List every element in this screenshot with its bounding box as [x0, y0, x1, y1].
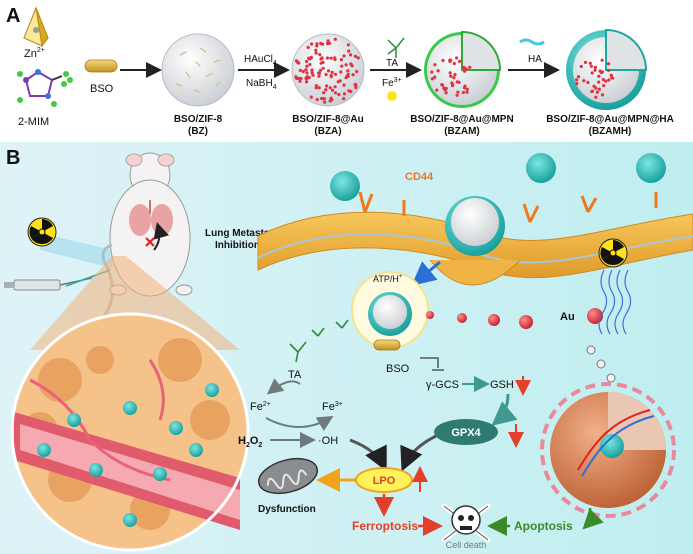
arrow-gsh-gpx4 [491, 393, 518, 426]
panel-b-label: B [6, 147, 20, 169]
atp-label: ATP/H+ [373, 274, 403, 284]
au-label: Au [560, 311, 575, 323]
apoptosis-label: Apoptosis [514, 519, 573, 533]
ha-label: HA [528, 54, 542, 65]
atp-vesicle [351, 271, 429, 349]
cd44-receptors [358, 191, 658, 223]
hyaluronic-acid-icon [519, 38, 545, 46]
ta-label-a: TA [386, 58, 398, 69]
h2o2-label: H2O2 [238, 435, 262, 449]
uptake-arrow [411, 260, 441, 286]
bzamh-particle [566, 28, 648, 110]
cell-death-label: Cell death [446, 540, 487, 550]
radiation-icon-right [598, 238, 628, 268]
fe3-ion-icon [387, 91, 397, 101]
gpx4-ellipse [434, 419, 498, 445]
bza-name: BSO/ZIF-8@Au [292, 114, 363, 125]
electron-particles [586, 345, 616, 383]
tannic-acid-icon [387, 37, 405, 58]
radiation-icon-left [27, 217, 57, 247]
cd44-label: CD44 [405, 171, 434, 183]
2-mim-molecule-icon [17, 69, 73, 107]
bzamh-abbr: (BZAMH) [589, 126, 632, 137]
nucleus-dna [540, 382, 676, 518]
zn-label: Zn2+ [24, 47, 45, 60]
bso-label-b: BSO [386, 363, 410, 375]
lpo-label: LPO [373, 475, 396, 487]
dysfunction-label: Dysfunction [258, 504, 316, 515]
bound-nanoparticles [330, 153, 666, 201]
fe3-label-b: Fe3+ [322, 401, 343, 413]
ta-molecules [289, 319, 349, 363]
gold-nanoparticles [426, 311, 533, 329]
bza-particle [291, 33, 365, 107]
bz-particle [161, 33, 235, 107]
blood-vessel-zoom [10, 312, 250, 552]
fe3-label-a: Fe3+ [382, 77, 402, 89]
bso-capsule-icon [84, 59, 118, 73]
oh-label: ·OH [318, 435, 338, 447]
bzamh-name: BSO/ZIF-8@Au@MPN@HA [546, 114, 674, 125]
ggcs-label: γ-GCS [426, 379, 459, 391]
bzam-name: BSO/ZIF-8@Au@MPN [410, 114, 513, 125]
endocytosed-nanoparticle [445, 196, 505, 256]
mitochondrion-icon [257, 457, 319, 495]
fe-cycle-arrow-top [266, 378, 301, 395]
lung-inhibition-text: Inhibition [215, 240, 260, 251]
bz-abbr: (BZ) [188, 126, 208, 137]
fe2-label: Fe2+ [250, 401, 271, 413]
skull-icon [441, 503, 491, 543]
gpx4-label: GPX4 [451, 427, 481, 439]
arrow-gpx4-lpo [400, 434, 437, 472]
gsh-label: GSH [490, 379, 514, 391]
bso-inhibition-arrow [420, 357, 439, 368]
radiation-waves [598, 269, 632, 335]
bso-label-a: BSO [90, 83, 114, 95]
panel-a-label: A [6, 5, 20, 27]
bz-name: BSO/ZIF-8 [174, 114, 223, 125]
reagent-haucl4: HAuCl4 [244, 54, 277, 67]
bso-capsule-b [373, 339, 401, 351]
bza-abbr: (BZA) [314, 126, 341, 137]
reagent-nabh4: NaBH4 [246, 78, 277, 91]
arrow-nucleus-apoptosis [582, 507, 604, 530]
bzam-abbr: (BZAM) [444, 126, 480, 137]
bzam-particle [424, 30, 502, 108]
arrow-oh-lpo [349, 438, 387, 472]
mim-label: 2-MIM [18, 116, 49, 128]
zinc-tetrahedron-icon [23, 6, 49, 48]
ferroptosis-label: Ferroptosis [352, 519, 418, 533]
fe-cycle-arrow-bottom [265, 415, 334, 432]
radiation-beam [40, 233, 112, 268]
ta-label-b: TA [288, 369, 302, 381]
lung-metastasis-text: Lung Metastasis [205, 228, 284, 239]
